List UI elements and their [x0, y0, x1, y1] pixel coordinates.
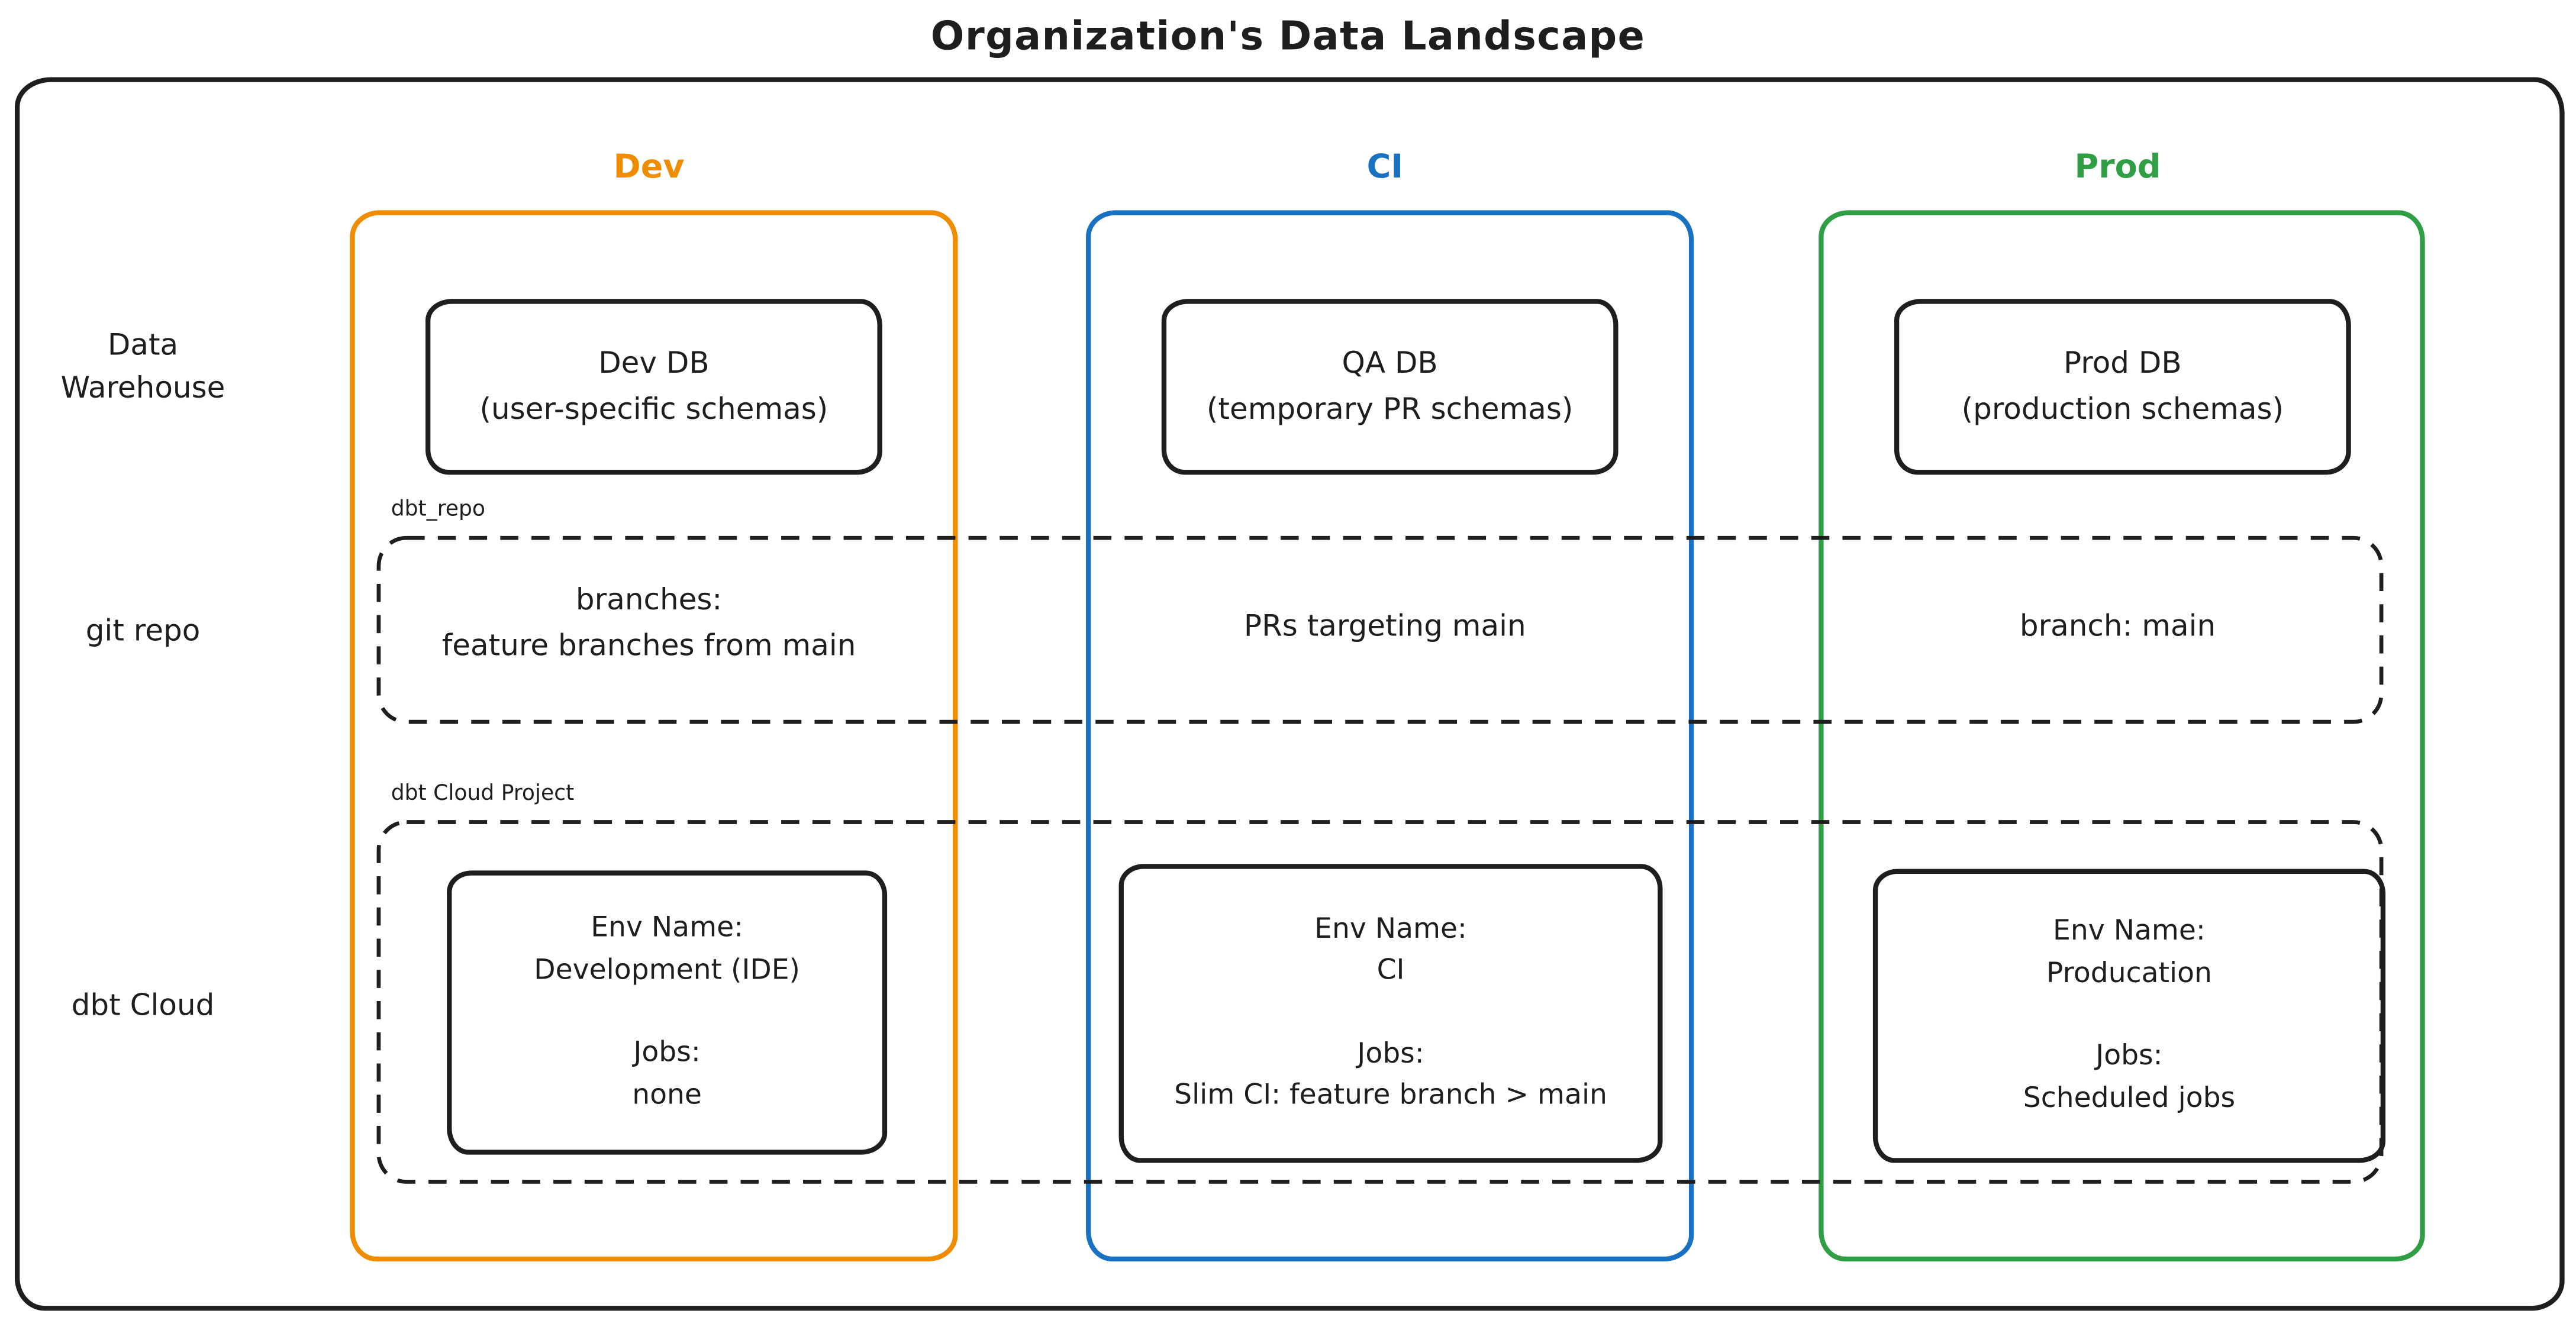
- prod-git-text: branch: main: [2019, 609, 2216, 644]
- ci-jobs-label: Jobs:: [1357, 1037, 1424, 1070]
- prod-db-text: Prod DB (production schemas): [1961, 346, 2284, 427]
- qa-db-text: QA DB (temporary PR schemas): [1206, 346, 1574, 427]
- dev-jobs-label: Jobs:: [633, 1036, 701, 1070]
- outer-container: [14, 77, 2565, 1311]
- dev-db-box: Dev DB (user-specific schemas): [425, 299, 882, 475]
- ci-env-box: Env Name: CI Jobs: Slim CI: feature bran…: [1118, 864, 1663, 1163]
- dev-jobs-value: none: [632, 1078, 702, 1112]
- prod-env-name: Producation: [2046, 957, 2212, 990]
- qa-db-box: QA DB (temporary PR schemas): [1161, 299, 1619, 475]
- git-repo-band-label: dbt_repo: [391, 498, 486, 522]
- row-label-dbt-cloud: dbt Cloud: [71, 989, 215, 1024]
- column-header-ci: CI: [1366, 146, 1404, 186]
- column-header-prod: Prod: [2074, 146, 2161, 186]
- dev-env-label: Env Name:: [591, 911, 744, 945]
- dev-env-box: Env Name: Development (IDE) Jobs: none: [447, 870, 888, 1155]
- column-dev-container: [350, 210, 958, 1262]
- column-ci-container: [1086, 210, 1694, 1262]
- column-prod-container: [1819, 210, 2425, 1262]
- column-header-dev: Dev: [613, 146, 685, 186]
- dev-git-text: branches: feature branches from main: [441, 583, 856, 664]
- ci-git-text: PRs targeting main: [1243, 609, 1526, 644]
- prod-env-box: Env Name: Producation Jobs: Scheduled jo…: [1872, 869, 2386, 1163]
- ci-jobs-value: Slim CI: feature branch > main: [1174, 1079, 1607, 1112]
- row-label-data-warehouse: Data Warehouse: [60, 328, 225, 406]
- prod-jobs-label: Jobs:: [2095, 1040, 2163, 1073]
- dbt-cloud-band-label: dbt Cloud Project: [391, 782, 575, 807]
- dev-db-text: Dev DB (user-specific schemas): [479, 346, 828, 427]
- row-label-git-repo: git repo: [85, 614, 201, 649]
- prod-env-label: Env Name:: [2053, 915, 2206, 948]
- diagram-title: Organization's Data Landscape: [930, 13, 1646, 59]
- prod-jobs-value: Scheduled jobs: [2023, 1082, 2236, 1115]
- ci-env-label: Env Name:: [1314, 912, 1467, 945]
- dev-env-name: Development (IDE): [534, 953, 800, 987]
- ci-env-name: CI: [1376, 954, 1405, 987]
- prod-db-box: Prod DB (production schemas): [1894, 299, 2351, 475]
